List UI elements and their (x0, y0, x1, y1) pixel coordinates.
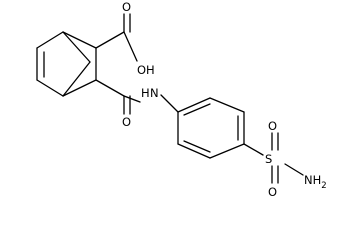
nh-text: NH (304, 173, 321, 187)
nh2-subscript: 2 (321, 181, 326, 191)
sulfonamide-group (243, 132, 304, 184)
sulfonamide-nh2-label: NH2 (304, 173, 327, 191)
molecule-structure: O OH O H N S O O NH2 (36, 0, 327, 199)
sulfur-label: S (265, 152, 272, 166)
sulfonyl-o-top-label: O (268, 119, 277, 133)
norbornene-ring (36, 31, 97, 97)
sulfonyl-o-bottom-label: O (268, 185, 277, 199)
carboxyl-oh-label: OH (137, 63, 155, 77)
amide-n-label: N (150, 86, 159, 100)
amide-h-label: H (141, 86, 150, 100)
amide-group (95, 79, 141, 115)
benzene-ring (160, 94, 245, 159)
carboxylic-acid-group (95, 13, 138, 62)
structure-canvas: O OH O H N S O O NH2 (36, 0, 327, 199)
amide-o-label: O (122, 115, 131, 129)
carboxyl-o-label: O (122, 0, 131, 14)
